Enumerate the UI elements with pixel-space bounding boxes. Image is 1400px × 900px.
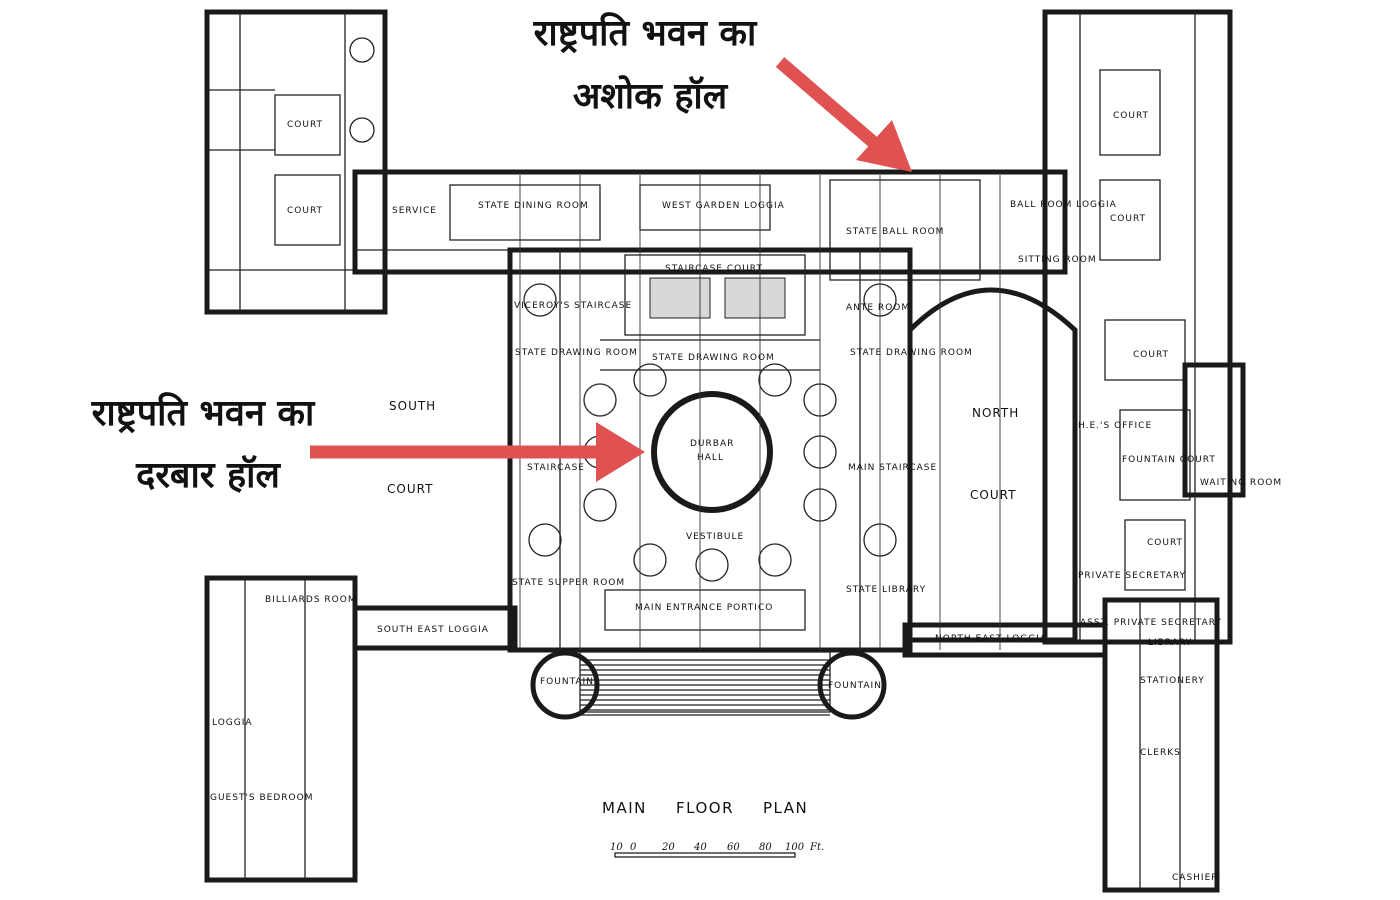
- label-asst-private-secretary: ASST. PRIVATE SECRETARY: [1080, 618, 1222, 628]
- scale-tick-label: 0: [630, 842, 637, 853]
- plan-title-floor: FLOOR: [676, 799, 734, 817]
- label-fountain-e: FOUNTAIN: [828, 681, 882, 691]
- label-court-e1: COURT: [1113, 111, 1149, 121]
- label-private-secretary: PRIVATE SECRETARY: [1078, 571, 1186, 581]
- pillar-circle: [528, 523, 562, 557]
- label-staircase: STAIRCASE: [527, 463, 585, 473]
- scale-unit: Ft.: [809, 842, 824, 853]
- label-west-garden: WEST GARDEN LOGGIA: [662, 201, 785, 211]
- arrow-ashoka-hall: [775, 57, 912, 172]
- label-vestibule: VESTIBULE: [686, 532, 744, 542]
- south-west-wing: [204, 575, 1108, 883]
- pillar-circle: [758, 543, 792, 577]
- pillar-circle: [758, 363, 792, 397]
- label-guests-bedroom: GUEST'S BEDROOM: [210, 793, 313, 803]
- label-ante-room: ANTE ROOM: [846, 303, 910, 313]
- scale-tick-label: 10: [610, 842, 623, 853]
- label-north-east-loggia: NORTH EAST LOGGIA: [935, 634, 1047, 644]
- scale-tick-label: 60: [727, 842, 740, 853]
- label-staircase-court: STAIRCASE COURT: [665, 264, 763, 274]
- label-court-e4: COURT: [1147, 538, 1183, 548]
- west-wing: [204, 9, 388, 315]
- annotation-ashoka-line1: राष्ट्रपति भवन का: [533, 12, 758, 54]
- label-fountain-w: FOUNTAIN: [540, 677, 594, 687]
- label-court-e3: COURT: [1133, 350, 1169, 360]
- north-range: [352, 169, 1068, 281]
- label-court-e2: COURT: [1110, 214, 1146, 224]
- scale-tick-label: 20: [661, 842, 675, 853]
- pillar-circle: [695, 548, 729, 582]
- scale-bar: 10 0 20 40 60 80 100 Ft.: [610, 842, 824, 858]
- north-court: [907, 287, 1078, 643]
- label-fountain-court: FOUNTAIN COURT: [1122, 455, 1216, 465]
- label-sitting-room: SITTING ROOM: [1018, 255, 1097, 265]
- label-south: SOUTH: [389, 399, 436, 413]
- east-wing: [1042, 9, 1246, 893]
- scale-tick-label: 80: [759, 842, 772, 853]
- pillar-circle: [583, 383, 617, 417]
- pillar-circle: [633, 543, 667, 577]
- label-service: SERVICE: [392, 206, 437, 216]
- annotation-durbar-line1: राष्ट्रपति भवन का: [91, 392, 316, 434]
- plan-title-plan: PLAN: [763, 799, 808, 817]
- label-state-ball: STATE BALL ROOM: [846, 227, 944, 237]
- arrow-durbar-hall: [310, 422, 645, 482]
- label-ball-room-loggia: BALL ROOM LOGGIA: [1010, 200, 1117, 210]
- pillar-circle: [633, 363, 667, 397]
- label-cashier: CASHIER: [1172, 873, 1219, 883]
- label-billiards: BILLIARDS ROOM: [265, 595, 357, 605]
- label-clerks: CLERKS: [1140, 748, 1181, 758]
- label-north: NORTH: [972, 406, 1019, 420]
- label-stationery: STATIONERY: [1140, 676, 1205, 686]
- forecourt: [530, 650, 887, 720]
- plan-title-main: MAIN: [602, 799, 647, 817]
- label-court-w2: COURT: [287, 206, 323, 216]
- label-state-drawing-e: STATE DRAWING ROOM: [850, 348, 973, 358]
- label-durbar-hall: HALL: [697, 453, 724, 463]
- label-south-court: COURT: [387, 482, 433, 496]
- label-state-drawing-w: STATE DRAWING ROOM: [515, 348, 638, 358]
- scale-tick-label: 100: [785, 842, 805, 853]
- label-court-w1: COURT: [287, 120, 323, 130]
- label-main-entrance: MAIN ENTRANCE PORTICO: [635, 603, 773, 613]
- label-state-drawing: STATE DRAWING ROOM: [652, 353, 775, 363]
- annotation-ashoka-line2: अशोक हॉल: [573, 75, 729, 117]
- pillar-circle: [523, 283, 557, 317]
- label-waiting-room: WAITING ROOM: [1200, 478, 1282, 488]
- annotation-durbar-line2: दरबार हॉल: [135, 454, 281, 496]
- label-library: LIBRARY: [1148, 638, 1192, 648]
- label-viceroys-staircase: VICEROY'S STAIRCASE: [514, 301, 632, 311]
- label-he-office: H.E.'S OFFICE: [1078, 421, 1152, 431]
- label-state-library: STATE LIBRARY: [846, 585, 926, 595]
- central-block: [507, 247, 913, 653]
- pillar-circle: [583, 488, 617, 522]
- label-loggia: LOGGIA: [212, 718, 253, 728]
- scale-tick-label: 40: [693, 842, 707, 853]
- label-main-staircase: MAIN STAIRCASE: [848, 463, 937, 473]
- label-south-east-loggia: SOUTH EAST LOGGIA: [377, 625, 489, 635]
- label-state-supper: STATE SUPPER ROOM: [512, 578, 625, 588]
- label-state-dining: STATE DINING ROOM: [478, 201, 589, 211]
- label-north-court: COURT: [970, 488, 1016, 502]
- label-durbar: DURBAR: [690, 439, 734, 449]
